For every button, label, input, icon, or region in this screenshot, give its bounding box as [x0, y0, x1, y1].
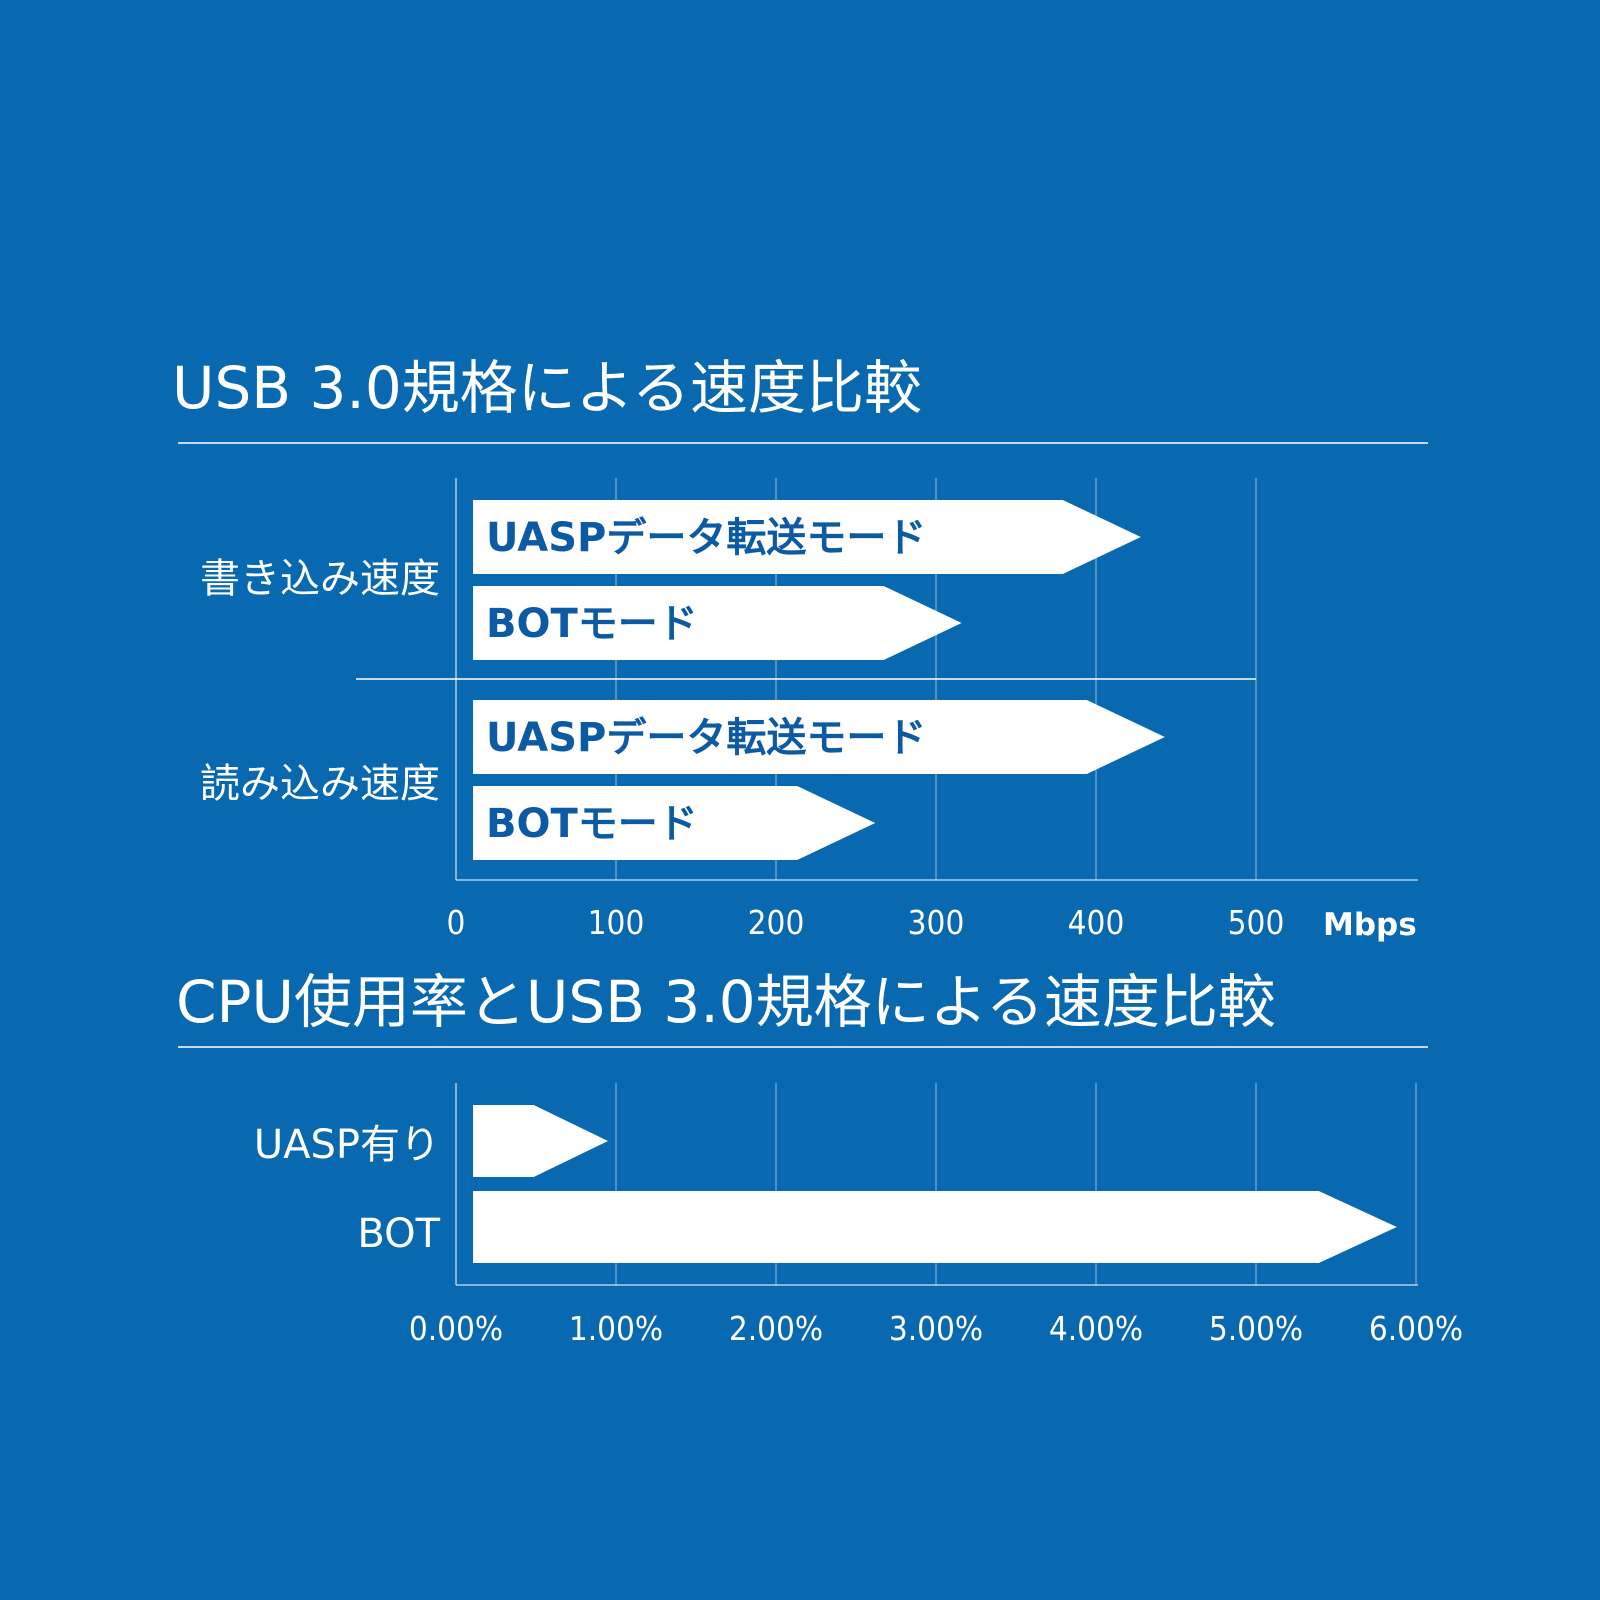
chart1-tick-label: 300 — [908, 903, 965, 942]
chart2-tick-label: 2.00% — [729, 1309, 823, 1348]
chart1-title: USB 3.0規格による速度比較 — [172, 354, 922, 422]
chart2-gridlines — [455, 1083, 1418, 1286]
chart2-title: CPU使用率とUSB 3.0規格による速度比較 — [176, 968, 1276, 1036]
chart1-group-label-read: 読み込み速度 — [200, 761, 440, 807]
chart2-tick-label: 6.00% — [1369, 1309, 1463, 1348]
chart2-category-label-bot: BOT — [357, 1211, 440, 1257]
chart1-tick-label: 400 — [1068, 903, 1125, 942]
chart1-bar — [473, 786, 876, 860]
chart1-bar — [473, 700, 1165, 774]
chart1-bars: UASPデータ転送モード BOTモード UASPデータ転送モード BOTモード — [473, 500, 1165, 860]
chart1-bar — [473, 500, 1141, 574]
chart1-group-label-write: 書き込み速度 — [200, 556, 440, 602]
chart1-tick-label: 100 — [588, 903, 645, 942]
chart2-tick-label: 5.00% — [1209, 1309, 1303, 1348]
chart2-bar — [473, 1191, 1397, 1263]
chart1-unit-label: Mbps — [1323, 907, 1417, 943]
chart1-bar — [473, 586, 962, 660]
chart1-bar-label: BOTモード — [486, 601, 698, 647]
chart1-bar-label: BOTモード — [486, 801, 698, 847]
chart1-tick-label: 500 — [1228, 903, 1285, 942]
chart2-tick-label: 1.00% — [569, 1309, 663, 1348]
chart1-tick-labels: 0 100 200 300 400 500 — [447, 903, 1285, 942]
chart1-bar-label: UASPデータ転送モード — [486, 515, 926, 561]
chart2-tick-labels: 0.00% 1.00% 2.00% 3.00% 4.00% 5.00% 6.00% — [409, 1309, 1463, 1348]
chart2-bars — [473, 1105, 1397, 1263]
chart2-tick-label: 0.00% — [409, 1309, 503, 1348]
chart1-bar-label: UASPデータ転送モード — [486, 715, 926, 761]
chart2-bar — [473, 1105, 608, 1177]
chart2-tick-label: 4.00% — [1049, 1309, 1143, 1348]
chart1-tick-label: 0 — [447, 903, 466, 942]
chart2-tick-label: 3.00% — [889, 1309, 983, 1348]
chart1-tick-label: 200 — [748, 903, 805, 942]
chart2-category-label-uasp: UASP有り — [254, 1122, 440, 1168]
